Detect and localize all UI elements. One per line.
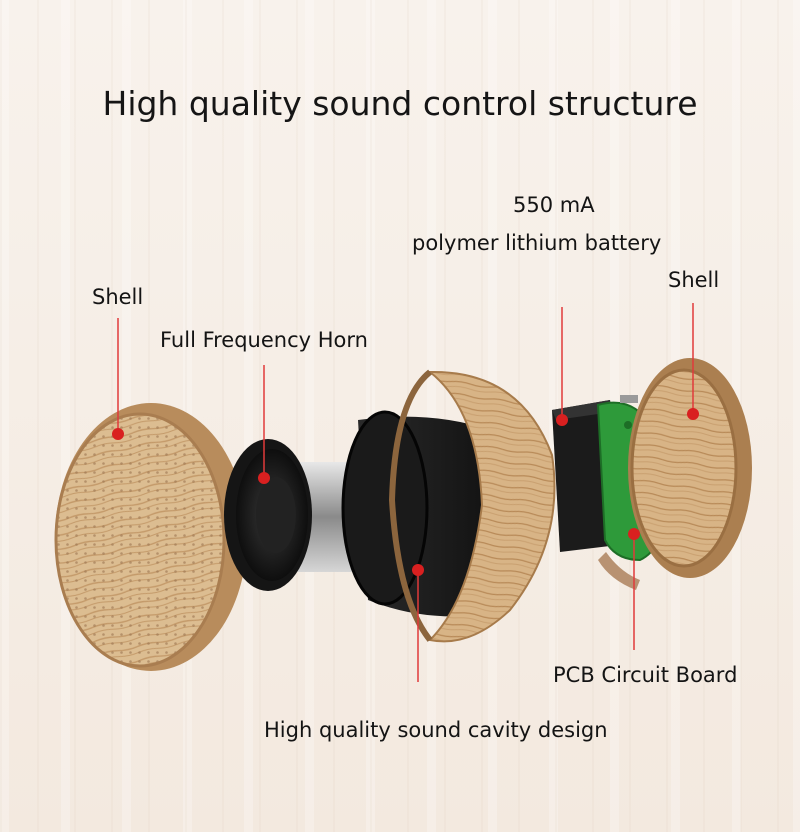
diagram-title: High quality sound control structure xyxy=(102,84,698,123)
callout-shell-left xyxy=(112,318,124,440)
label-pcb-circuit-board: PCB Circuit Board xyxy=(553,663,738,687)
left-shell xyxy=(54,403,247,671)
wood-dome xyxy=(388,369,556,643)
callout-horn xyxy=(258,365,270,484)
label-battery-capacity: 550 mA xyxy=(513,193,595,217)
callout-cavity xyxy=(412,564,424,682)
label-shell-left: Shell xyxy=(92,285,144,309)
label-shell-right: Shell xyxy=(668,268,720,292)
label-battery-type: polymer lithium battery xyxy=(412,231,662,255)
label-full-frequency-horn: Full Frequency Horn xyxy=(160,328,368,352)
callout-pcb xyxy=(628,528,640,650)
label-sound-cavity: High quality sound cavity design xyxy=(264,718,608,742)
callout-shell-right xyxy=(687,303,699,420)
callout-battery xyxy=(556,307,568,426)
right-shell xyxy=(628,358,752,578)
